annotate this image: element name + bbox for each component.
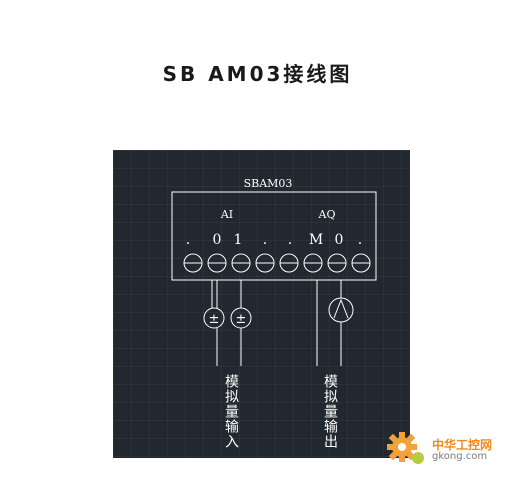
wiring-diagram: SBAM03 AI AQ . 0 1 . . M 0 . [171, 177, 377, 449]
input-source-symbol-label: ± [209, 312, 220, 327]
input-source-symbol: ± [203, 307, 225, 329]
watermark: 中华工控网 gkong.com [380, 422, 510, 472]
analog-input-caption: 模拟量输入 [223, 374, 239, 449]
terminal-label: 0 [335, 232, 344, 248]
analog-output-wiring [316, 280, 342, 366]
aq-group-label: AQ [318, 208, 336, 221]
terminal-label: . [288, 232, 292, 248]
terminal-screw [231, 253, 251, 273]
terminal-screw [279, 253, 299, 273]
module-outline [171, 191, 377, 281]
terminal-label: 1 [234, 232, 243, 248]
terminal-label: 0 [213, 232, 222, 248]
module-label: SBAM03 [244, 177, 293, 190]
terminal-screw-row [183, 253, 371, 273]
terminal-label: . [263, 232, 267, 248]
terminal-screw [303, 253, 323, 273]
terminal-label-row: . 0 1 . . M 0 . [186, 232, 362, 248]
watermark-subtext: gkong.com [432, 451, 488, 462]
terminal-screw [327, 253, 347, 273]
analog-input-wiring [211, 280, 242, 366]
page-title: SB AM03接线图 [162, 62, 353, 86]
input-source-symbol: ± [230, 307, 252, 329]
terminal-screw [183, 253, 203, 273]
terminal-label: . [186, 232, 190, 248]
gear-logo-icon [387, 432, 424, 464]
watermark-text: 中华工控网 [432, 438, 493, 452]
terminal-screw [351, 253, 371, 273]
terminal-screw [207, 253, 227, 273]
terminal-label: M [309, 232, 323, 248]
wiring-diagram-canvas: SBAM03 AI AQ . 0 1 . . M 0 . [113, 150, 410, 458]
analog-output-caption: 模拟量输出 [322, 374, 338, 449]
output-load-symbol [328, 297, 354, 323]
terminal-label: . [358, 232, 362, 248]
input-source-symbol-label: ± [236, 312, 247, 327]
ai-group-label: AI [220, 208, 233, 221]
terminal-screw [255, 253, 275, 273]
